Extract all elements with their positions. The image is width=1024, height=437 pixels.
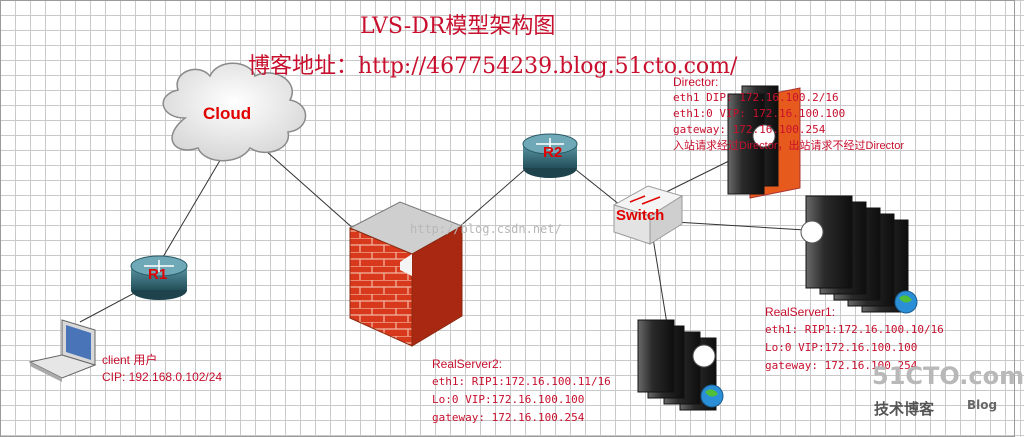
laptop-icon xyxy=(28,319,97,382)
watermark-text: http://blog.csdn.net/ xyxy=(410,222,562,236)
switch-label: Switch xyxy=(616,207,665,224)
cloud-label: Cloud xyxy=(203,104,252,123)
logo-sub-text: 技术博客 xyxy=(874,400,935,418)
realserver1-eth1: eth1: RIP1:172.16.100.10/16 xyxy=(765,323,944,336)
router-r1-icon xyxy=(130,255,188,300)
router-r1-label: R1 xyxy=(148,266,168,283)
realserver1-icon xyxy=(800,195,918,314)
link-firewall-r2 xyxy=(449,164,531,236)
link-switch-realserver2 xyxy=(651,231,669,331)
realserver1-gateway: gateway: 172.16.100.254 xyxy=(765,359,918,372)
realserver2-name: RealServer2: xyxy=(432,357,503,371)
realserver1-lo0: Lo:0 VIP:172.16.100.100 xyxy=(765,341,918,354)
realserver2-icon xyxy=(637,319,724,411)
realserver1-name: RealServer1: xyxy=(765,305,836,319)
realserver2-eth1: eth1: RIP1:172.16.100.11/16 xyxy=(432,375,611,388)
link-r2-switch xyxy=(569,164,621,206)
client-name: client 用户 xyxy=(102,353,158,367)
director-note: 入站请求经过Director，出站请求不经过Director xyxy=(673,140,905,152)
realserver2-lo0: Lo:0 VIP:172.16.100.100 xyxy=(432,393,585,406)
client-info: client 用户 CIP: 192.168.0.102/24 xyxy=(102,352,222,386)
router-r2-icon xyxy=(522,133,578,178)
firewall-icon xyxy=(348,201,464,347)
router-r2-label: R2 xyxy=(543,144,563,161)
client-cip: CIP: 192.168.0.102/24 xyxy=(102,370,223,384)
director-name: Director: xyxy=(673,75,719,89)
realserver2-gateway: gateway: 172.16.100.254 xyxy=(432,411,585,424)
link-switch-realserver1 xyxy=(674,221,806,231)
logo-blog-text: Blog xyxy=(967,398,998,412)
director-server-icon xyxy=(727,85,801,199)
cloud-icon xyxy=(162,62,307,162)
logo-main-text: 51CTO.com xyxy=(872,362,1024,390)
blog-address: 博客地址：http://467754239.blog.51cto.com/ xyxy=(248,54,738,79)
director-eth1: eth1 DIP: 172.16.100.2/16 xyxy=(673,91,839,104)
director-gateway: gateway: 172.16.100.254 xyxy=(673,123,826,136)
realserver2-info: RealServer2: eth1: RIP1:172.16.100.11/16… xyxy=(432,356,611,427)
realserver1-info: RealServer1: eth1: RIP1:172.16.100.10/16… xyxy=(765,304,944,375)
director-info: Director: eth1 DIP: 172.16.100.2/16 eth1… xyxy=(673,74,904,154)
diagram-title: LVS-DR模型架构图 xyxy=(360,14,556,39)
director-eth1-0: eth1:0 VIP: 172.16.100.100 xyxy=(673,107,846,120)
site-logo: 51CTO.com 技术博客 Blog xyxy=(862,362,1024,422)
switch-icon xyxy=(612,185,684,245)
